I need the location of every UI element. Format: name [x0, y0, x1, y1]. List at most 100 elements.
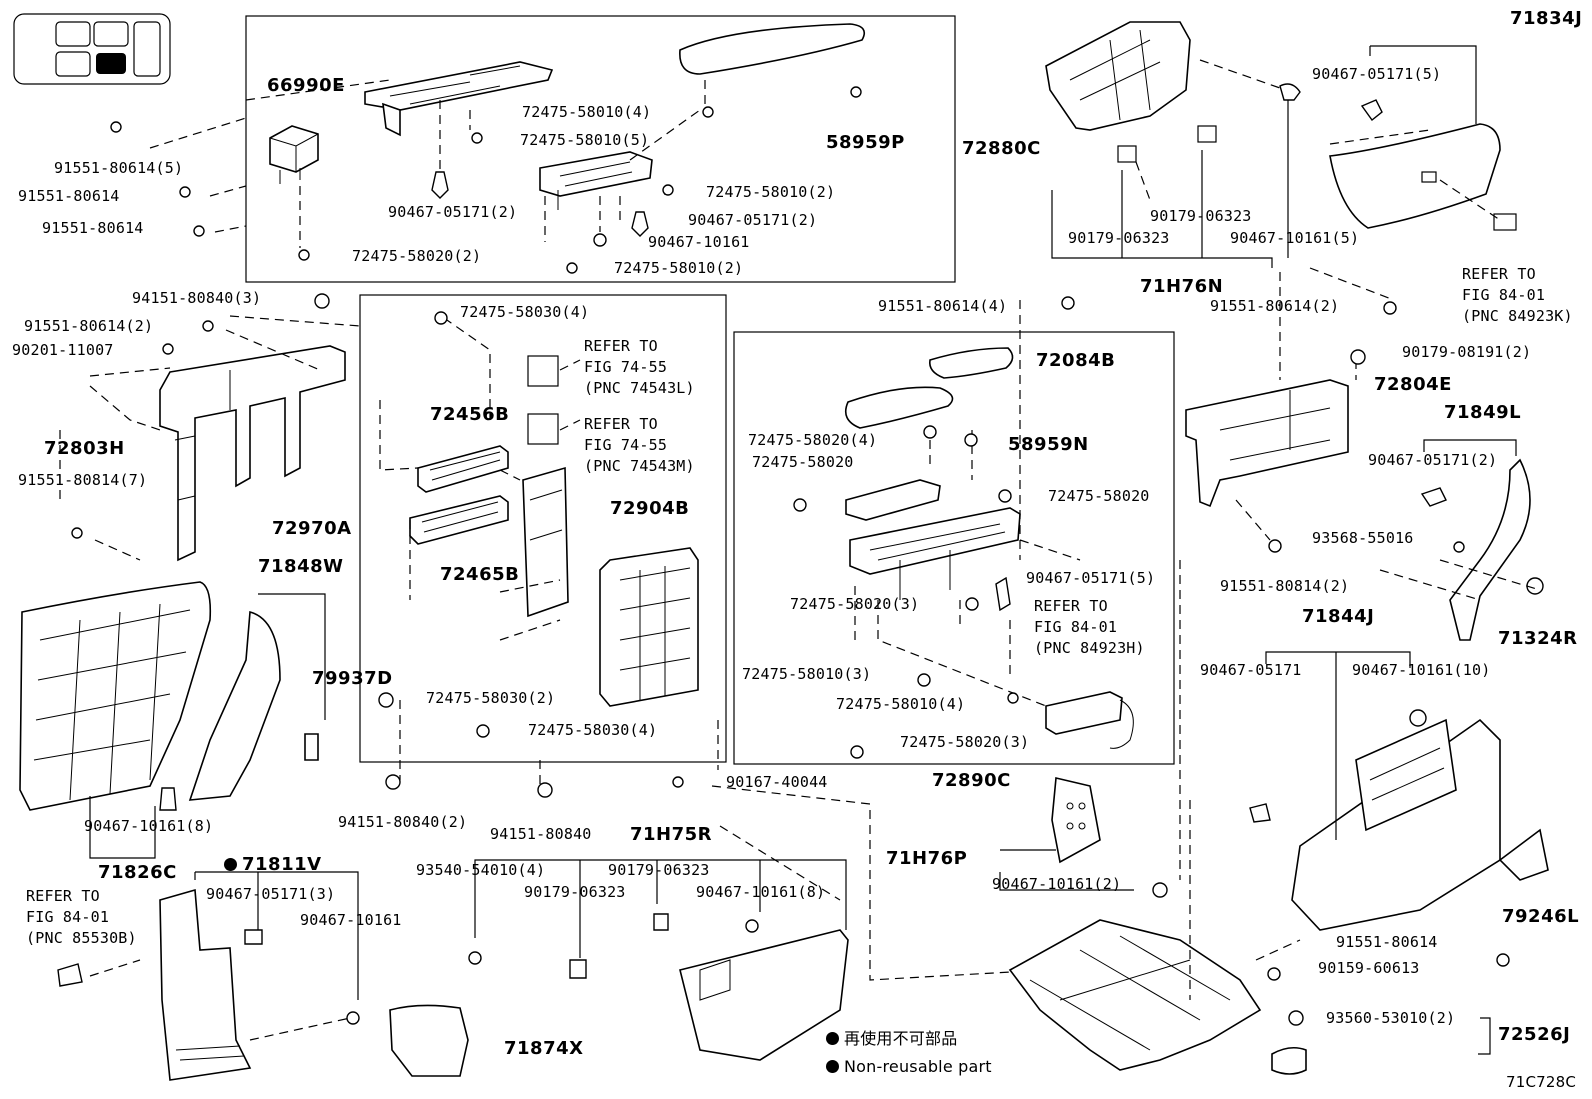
label-71834J: 71834J	[1510, 8, 1583, 29]
part-79246L	[1498, 828, 1549, 881]
label-f26: 72475-58020(3)	[790, 595, 920, 613]
label-f49: 90179-06323	[608, 861, 710, 879]
label-f51: 90467-10161(8)	[696, 883, 826, 901]
label-f23: 72475-58020	[752, 453, 854, 471]
label-72880C: 72880C	[962, 138, 1041, 159]
label-f44: 90467-10161(8)	[84, 817, 214, 835]
label-71874X: 71874X	[504, 1038, 584, 1059]
part-panel-72456B	[417, 445, 509, 493]
label-72904B: 72904B	[610, 498, 690, 519]
label-f10: 72475-58020(2)	[352, 247, 482, 265]
part-armrest-72084B	[928, 347, 1014, 379]
part-console-frame	[1008, 919, 1262, 1071]
label-f8: 90467-05171(2)	[688, 211, 818, 229]
frame-72970A	[359, 294, 727, 763]
ref-74543M: REFER TO FIG 74-55 (PNC 74543M)	[584, 415, 695, 475]
label-f34: 91551-80614(2)	[1210, 297, 1340, 315]
part-bracket-72804E	[1185, 379, 1349, 508]
ref-84923H: REFER TO FIG 84-01 (PNC 84923H)	[1034, 597, 1145, 657]
part-duct-71811V	[159, 888, 252, 1081]
label-72970A: 72970A	[272, 518, 352, 539]
label-58959P: 58959P	[826, 132, 905, 153]
label-f46: 90467-10161	[300, 911, 402, 929]
label-f25: 90467-05171(5)	[1026, 569, 1156, 587]
label-f48: 93540-54010(4)	[416, 861, 546, 879]
part-frame-71H76P	[1051, 777, 1101, 864]
frame-72890C	[733, 331, 1175, 765]
part-switch-84923K	[1493, 213, 1517, 231]
legend-non-reusable-jp: 再使用不可部品	[826, 1030, 957, 1047]
label-f33: 90467-10161(5)	[1230, 229, 1360, 247]
label-f14: 90201-11007	[12, 341, 114, 359]
part-72526J-cap	[1271, 1046, 1307, 1075]
label-f20: 94151-80840	[490, 825, 592, 843]
label-71826C: 71826C	[98, 862, 177, 883]
label-f15: 91551-80814(7)	[18, 471, 148, 489]
label-f35: 90179-08191(2)	[1402, 343, 1532, 361]
part-panel-71H76N	[1045, 21, 1191, 131]
label-72465B: 72465B	[440, 564, 520, 585]
part-switch-66990E	[269, 125, 319, 184]
part-switch-connector	[1045, 691, 1134, 749]
label-72890C: 72890C	[932, 770, 1011, 791]
label-f40: 90467-10161(10)	[1352, 661, 1491, 679]
label-f47: 90167-40044	[726, 773, 828, 791]
part-cover-71874X	[389, 1004, 469, 1077]
label-79246L: 79246L	[1502, 906, 1580, 927]
label-71844J: 71844J	[1302, 606, 1375, 627]
fasteners-group-72880C	[110, 86, 862, 274]
label-f13: 91551-80614(2)	[24, 317, 154, 335]
non-reusable-dot	[224, 858, 237, 871]
label-72804E: 72804E	[1374, 374, 1452, 395]
label-f45: 90467-05171(3)	[206, 885, 336, 903]
label-72803H: 72803H	[44, 438, 125, 459]
legend-dot-en	[826, 1060, 839, 1073]
part-panel-71H75R	[679, 929, 849, 1061]
label-f4: 72475-58010(4)	[522, 103, 652, 121]
part-79937D	[304, 733, 319, 761]
label-f1: 91551-80614(5)	[54, 159, 184, 177]
part-armrest-pad	[679, 23, 866, 75]
label-f36: 90467-05171(2)	[1368, 451, 1498, 469]
label-71H76P: 71H76P	[886, 848, 968, 869]
label-72084B: 72084B	[1036, 350, 1116, 371]
label-71848W: 71848W	[258, 556, 344, 577]
legend-dot-jp	[826, 1032, 839, 1045]
label-f50: 90179-06323	[524, 883, 626, 901]
label-f18: 72475-58030(4)	[528, 721, 658, 739]
part-lid-upper	[844, 386, 954, 429]
part-console-71844J	[1291, 718, 1501, 931]
legend-non-reusable-en: Non-reusable part	[826, 1058, 992, 1075]
label-f52: 90467-10161(2)	[992, 875, 1122, 893]
ref-85530B: REFER TO FIG 84-01 (PNC 85530B)	[26, 887, 137, 947]
label-f12: 94151-80840(3)	[132, 289, 262, 307]
label-f6: 72475-58010(2)	[706, 183, 836, 201]
clip-71H76N-2	[1197, 125, 1217, 143]
label-f3: 91551-80614	[42, 219, 144, 237]
ref-box-74543M	[527, 413, 559, 445]
label-f5: 72475-58010(5)	[520, 131, 650, 149]
label-f39: 90467-05171	[1200, 661, 1302, 679]
label-f2: 91551-80614	[18, 187, 120, 205]
ref-74543L: REFER TO FIG 74-55 (PNC 74543L)	[584, 337, 695, 397]
label-f11: 72475-58010(2)	[614, 259, 744, 277]
part-switch-base-upper	[364, 61, 554, 137]
frame-72880C	[245, 15, 956, 283]
legend-jp-text: 再使用不可部品	[844, 1029, 958, 1048]
part-tray	[845, 479, 1021, 600]
label-71811V-text: 71811V	[242, 854, 322, 875]
label-f21: 91551-80614(4)	[878, 297, 1008, 315]
part-relay-block	[599, 547, 699, 707]
label-f19: 94151-80840(2)	[338, 813, 468, 831]
label-f27: 72475-58010(3)	[742, 665, 872, 683]
label-71H75R: 71H75R	[630, 824, 713, 845]
label-f41: 91551-80614	[1336, 933, 1438, 951]
legend-en-text: Non-reusable part	[844, 1057, 992, 1076]
label-f24: 72475-58020	[1048, 487, 1150, 505]
part-71324R	[1526, 577, 1544, 595]
label-f9: 90467-10161	[648, 233, 750, 251]
label-72526J: 72526J	[1498, 1024, 1571, 1045]
label-f16: 72475-58030(4)	[460, 303, 590, 321]
label-71324R: 71324R	[1498, 628, 1578, 649]
